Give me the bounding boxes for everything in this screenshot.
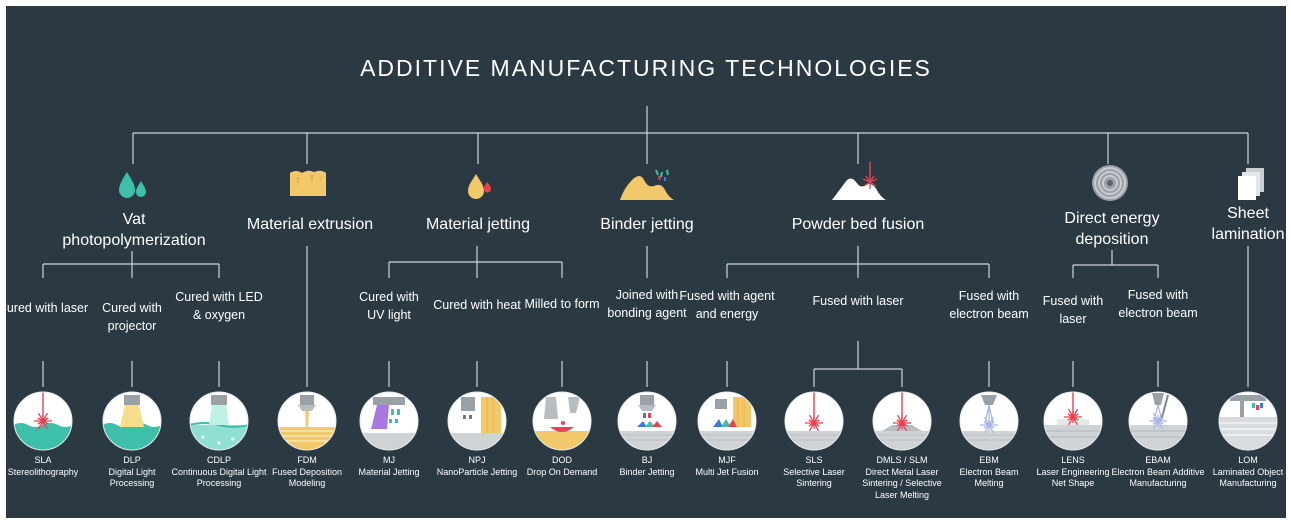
subcategory-pbf-fused-with-agent-energy: Fused with agent and energy	[679, 289, 775, 321]
technology-abbreviation: NPJ	[468, 455, 486, 465]
category-direct-energy-deposition: Direct energy deposition	[1064, 210, 1160, 248]
droplets-icon	[119, 172, 146, 198]
technology-abbreviation: EBAM	[1145, 455, 1171, 465]
technology-abbreviation: CDLP	[206, 455, 231, 465]
subcategory-ded-fused-with-electron-beam: Fused with electron beam	[1118, 288, 1198, 320]
technology-abbreviation: DLP	[123, 455, 141, 465]
technology-name: Multi Jet Fusion	[695, 466, 759, 477]
sls-laser-icon	[784, 391, 844, 451]
technology-name: Electron Beam Melting	[959, 466, 1019, 489]
category-sheet-lamination: Sheet lamination	[1211, 205, 1285, 243]
cdlp-led-icon	[189, 391, 249, 451]
technology-name: Fused Deposition Modeling	[271, 466, 343, 489]
diagram-canvas: ADDITIVE MANUFACTURING TECHNOLOGIES	[6, 6, 1286, 518]
diagram-title: ADDITIVE MANUFACTURING TECHNOLOGIES	[360, 55, 932, 81]
technology-name: Selective Laser Sintering	[783, 466, 845, 489]
mjf-fusion-icon	[697, 391, 757, 451]
technology-name: Electron Beam Additive Manufacturing	[1111, 466, 1205, 489]
subcategory-vat-cured-with-projector: Cured with projector	[102, 301, 162, 333]
category-material-jetting: Material jetting	[425, 216, 531, 233]
technology-abbreviation: MJF	[718, 455, 736, 465]
ebm-beam-icon	[959, 391, 1019, 451]
technology-abbreviation: LENS	[1061, 455, 1085, 465]
category-material-extrusion: Material extrusion	[246, 216, 374, 233]
technology-name: Laser Engineering Net Shape	[1036, 466, 1110, 489]
ebam-beam-icon	[1128, 391, 1188, 451]
technology-name: NanoParticle Jetting	[436, 466, 518, 477]
subcategory-vat-cured-with-laser: Cured with laser	[6, 301, 89, 315]
powder-pile-icon	[620, 169, 674, 200]
mj-uv-jetting-icon	[359, 391, 419, 451]
subcategory-jet-cured-with-heat: Cured with heat	[433, 298, 521, 312]
paper-stack-icon	[1238, 168, 1264, 200]
technology-name: Stereolithography	[7, 466, 79, 477]
tree-connectors	[42, 106, 1249, 387]
technology-name: Direct Metal Laser Sintering / Selective…	[862, 466, 942, 500]
wire-spool-icon	[1092, 165, 1128, 201]
subcategory-jet-cured-with-uv: Cured with UV light	[359, 290, 419, 322]
technology-abbreviation: BJ	[641, 455, 653, 465]
technology-abbreviation: EBM	[979, 455, 999, 465]
dmls-laser-icon	[872, 391, 932, 451]
technology-name: Continuous Digital Light Processing	[171, 466, 267, 489]
technology-abbreviation: LOM	[1238, 455, 1258, 465]
fdm-nozzle-icon	[277, 391, 337, 451]
subcategory-ded-fused-with-laser: Fused with laser	[1042, 294, 1104, 326]
category-powder-bed-fusion: Powder bed fusion	[791, 216, 925, 233]
technology-abbreviation: MJ	[383, 455, 395, 465]
dlp-projector-icon	[102, 391, 162, 451]
technology-name: Laminated Object Manufacturing	[1212, 466, 1284, 489]
subcategory-pbf-fused-with-electron-beam: Fused with electron beam	[949, 289, 1029, 321]
dod-mill-icon	[532, 391, 592, 451]
droplet-icon	[468, 174, 491, 199]
subcategory-binder-joined-with-bonding-agent: Joined with bonding agent	[607, 288, 687, 320]
subcategory-pbf-fused-with-laser: Fused with laser	[812, 294, 904, 308]
lens-laser-icon	[1043, 391, 1103, 451]
laser-powder-icon	[832, 162, 886, 200]
category-vat-photopolymerization: Vat photopolymerization	[62, 211, 206, 249]
technology-abbreviation: FDM	[297, 455, 317, 465]
technology-abbreviation: SLA	[34, 455, 52, 465]
technology-name: Material Jetting	[358, 466, 420, 477]
subcategory-vat-cured-with-led-oxygen: Cured with LED & oxygen	[175, 290, 263, 322]
technology-abbreviation: DMLS / SLM	[876, 455, 928, 465]
category-binder-jetting: Binder jetting	[600, 216, 694, 233]
bj-binder-icon	[617, 391, 677, 451]
technology-abbreviation: SLS	[805, 455, 823, 465]
sla-laser-resin-icon	[13, 391, 73, 451]
extruded-paste-icon	[290, 170, 326, 196]
npj-heat-icon	[447, 391, 507, 451]
subcategory-jet-milled-to-form: Milled to form	[524, 297, 600, 311]
technology-abbreviation: DOD	[552, 455, 572, 465]
technology-name: Drop On Demand	[526, 466, 598, 477]
technology-name: Binder Jetting	[619, 466, 675, 477]
technology-name: Digital Light Processing	[108, 466, 156, 489]
lom-sheet-icon	[1218, 391, 1278, 451]
